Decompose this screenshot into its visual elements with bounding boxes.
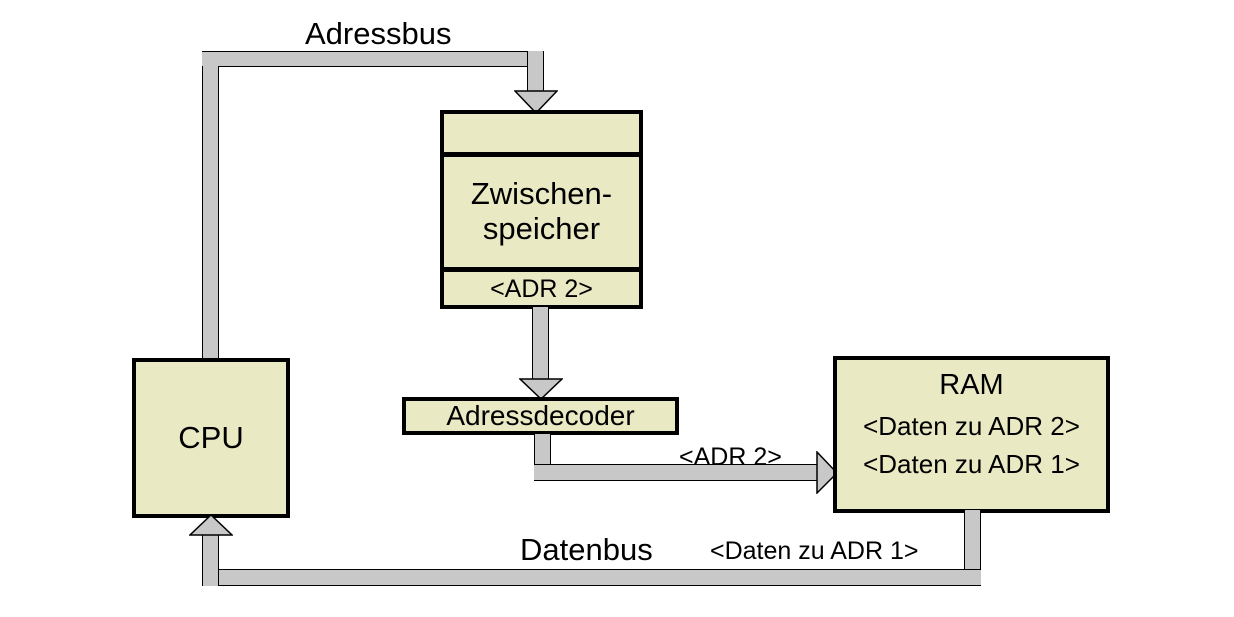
datenbus-corner-patch-left [203,570,218,585]
ram-title: RAM [939,368,1004,401]
ram-address-arrowhead [816,451,838,494]
zwischenspeicher-box[interactable]: Zwischen- speicher <ADR 2> [440,110,643,309]
decoder-to-ram-horizontal-segment [534,464,820,481]
adressdecoder-label: Adressdecoder [446,400,635,432]
zwischenspeicher-top-cell [444,114,639,152]
datenbus-corner-patch-right [965,570,980,585]
zwischenspeicher-divider-2 [444,267,639,272]
daten-adr1-bus-label: <Daten zu ADR 1> [710,537,919,565]
adressbus-top-horizontal-segment [202,51,543,67]
adr2-bus-label: <ADR 2> [679,443,782,471]
adressbus-label: Adressbus [305,16,452,51]
ram-box[interactable]: RAM <Daten zu ADR 2> <Daten zu ADR 1> [833,356,1110,513]
adressbus-left-vertical-segment [202,51,219,361]
zwischenspeicher-main-cell: Zwischen- speicher [444,157,639,267]
ram-row-1: <Daten zu ADR 2> [863,411,1080,442]
adressbus-corner-patch-right [528,52,543,67]
datenbus-arrowhead-into-cpu [189,514,233,536]
cpu-box[interactable]: CPU [132,358,290,518]
zwischenspeicher-label-line-1: Zwischen- [470,176,613,212]
adressbus-corner-patch-left [203,52,218,67]
zwischenspeicher-bottom-cell: <ADR 2> [490,274,593,303]
decoder-input-arrowhead [519,378,563,400]
adressdecoder-box[interactable]: Adressdecoder [402,397,679,435]
adressbus-arrowhead-into-zwischenspeicher [514,90,558,114]
ram-row-2: <Daten zu ADR 1> [863,449,1080,480]
cpu-label: CPU [178,419,244,455]
zwischenspeicher-divider-1 [444,152,639,157]
datenbus-bottom-horizontal-segment [202,569,981,586]
datenbus-right-vertical-segment [964,510,981,586]
zwischenspeicher-to-decoder-shaft [532,307,549,380]
zwischenspeicher-label-line-2: speicher [482,211,601,246]
datenbus-label: Datenbus [520,532,653,567]
decoder-to-ram-corner-patch [535,465,550,480]
